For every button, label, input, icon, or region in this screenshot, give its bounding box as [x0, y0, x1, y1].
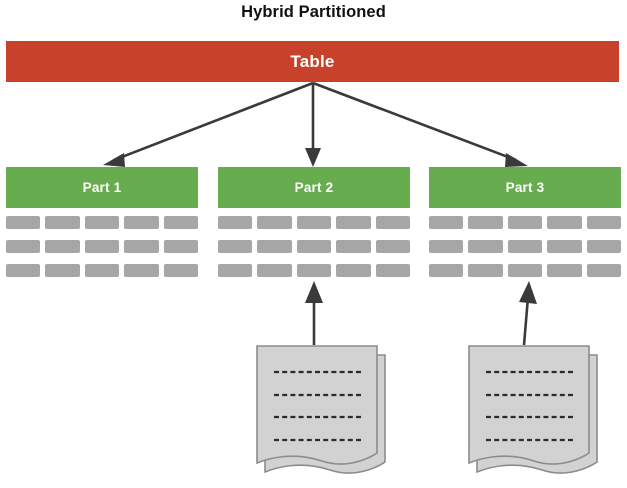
data-block — [45, 240, 80, 253]
arrow-table-to-part-3 — [312, 81, 528, 167]
data-block — [6, 264, 41, 277]
partition-part-1[interactable]: Part 1 — [6, 167, 198, 277]
data-block — [218, 264, 253, 277]
data-block — [84, 216, 120, 229]
data-block — [429, 240, 464, 253]
data-block — [336, 216, 371, 229]
data-block — [336, 240, 371, 253]
data-block — [375, 216, 410, 229]
document-1[interactable] — [256, 345, 386, 474]
partition-part-2[interactable]: Part 2 — [218, 167, 410, 277]
data-block — [429, 264, 464, 277]
data-block — [257, 240, 292, 253]
data-block — [84, 240, 120, 253]
data-block — [296, 264, 332, 277]
data-block — [218, 216, 253, 229]
data-block — [163, 264, 198, 277]
data-block — [296, 240, 332, 253]
data-block — [375, 240, 410, 253]
data-block — [124, 216, 159, 229]
data-block — [586, 240, 621, 253]
data-block — [507, 216, 543, 229]
partition-part-3[interactable]: Part 3 — [429, 167, 621, 277]
document-2[interactable] — [468, 345, 598, 474]
data-block — [84, 264, 120, 277]
arrow-table-to-part-1 — [103, 81, 314, 167]
partition-header-part-3[interactable]: Part 3 — [429, 167, 621, 208]
data-block — [468, 216, 503, 229]
arrow-document-1-to-part-2 — [305, 281, 323, 345]
arrow-table-to-part-2 — [305, 83, 321, 167]
data-block-grid-part-2 — [218, 216, 410, 277]
data-block — [547, 216, 582, 229]
table-root-label: Table — [290, 51, 335, 71]
data-block — [6, 216, 41, 229]
partition-label-part-1: Part 1 — [82, 180, 122, 195]
data-block — [163, 216, 198, 229]
partition-label-part-3: Part 3 — [505, 180, 545, 195]
data-block — [124, 264, 159, 277]
data-block — [218, 240, 253, 253]
data-block — [45, 264, 80, 277]
data-block — [507, 264, 543, 277]
data-block — [257, 264, 292, 277]
arrow-document-2-to-part-3 — [519, 281, 537, 346]
partition-header-part-1[interactable]: Part 1 — [6, 167, 198, 208]
data-block — [468, 240, 503, 253]
data-block — [163, 240, 198, 253]
data-block — [296, 216, 332, 229]
data-block — [375, 264, 410, 277]
data-block — [336, 264, 371, 277]
data-block — [507, 240, 543, 253]
data-block — [257, 216, 292, 229]
data-block — [586, 216, 621, 229]
data-block — [468, 264, 503, 277]
data-block — [547, 264, 582, 277]
data-block-grid-part-3 — [429, 216, 621, 277]
data-block — [547, 240, 582, 253]
page-title: Hybrid Partitioned — [241, 3, 386, 21]
data-block — [124, 240, 159, 253]
data-block — [429, 216, 464, 229]
partition-label-part-2: Part 2 — [294, 180, 334, 195]
partition-header-part-2[interactable]: Part 2 — [218, 167, 410, 208]
data-block-grid-part-1 — [6, 216, 198, 277]
table-root-box[interactable]: Table — [6, 41, 619, 82]
data-block — [586, 264, 621, 277]
data-block — [6, 240, 41, 253]
data-block — [45, 216, 80, 229]
